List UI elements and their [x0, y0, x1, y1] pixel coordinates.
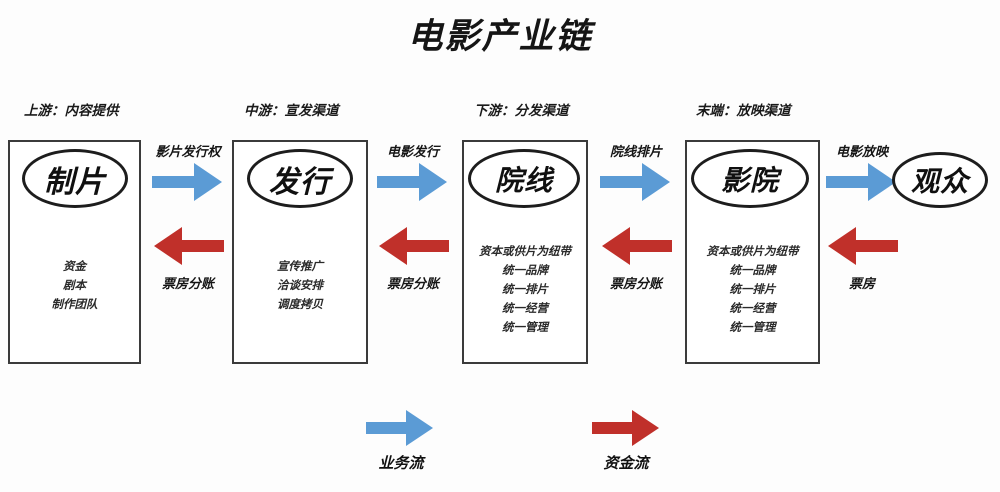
arrow-forward-blue-2 [377, 160, 449, 204]
detail-item: 资本或供片为纽带 [479, 246, 571, 258]
detail-item: 统一经营 [502, 303, 548, 315]
node-theater[interactable]: 影院 [691, 149, 809, 208]
detail-item: 制作团队 [51, 299, 98, 311]
connector-label-backward-3: 票房分账 [609, 276, 662, 291]
detail-item: 统一管理 [729, 322, 776, 334]
detail-item: 洽谈安排 [277, 280, 323, 292]
arrow-forward-blue-4 [826, 160, 898, 204]
legend-arrow-business-flow [366, 408, 436, 448]
detail-item: 宣传推广 [277, 261, 323, 273]
stage-header-downstream: 下游：分发渠道 [474, 103, 569, 118]
detail-item: 统一排片 [729, 284, 776, 296]
details-terminal: 资本或供片为纽带 统一品牌 统一排片 统一经营 统一管理 [685, 243, 820, 338]
legend-label-capital-flow: 资金流 [603, 455, 649, 472]
detail-item: 统一管理 [502, 322, 548, 334]
stage-header-terminal: 末端：放映渠道 [696, 103, 791, 118]
connector-label-forward-1: 影片发行权 [155, 144, 221, 159]
details-upstream: 资金 剧本 制作团队 [8, 258, 141, 315]
arrow-backward-red-4 [826, 224, 898, 268]
node-distributor[interactable]: 发行 [247, 149, 353, 208]
connector-label-backward-4: 票房 [848, 276, 875, 291]
detail-item: 统一排片 [502, 284, 548, 296]
arrow-backward-red-2 [377, 224, 449, 268]
connector-label-backward-1: 票房分账 [161, 276, 214, 291]
stage-header-upstream: 上游：内容提供 [24, 103, 119, 118]
connector-label-forward-2: 电影发行 [386, 144, 439, 159]
arrow-forward-blue-3 [600, 160, 672, 204]
detail-item: 调度拷贝 [277, 299, 323, 311]
legend-arrow-capital-flow [592, 408, 662, 448]
node-audience[interactable]: 观众 [892, 152, 988, 208]
detail-item: 统一品牌 [502, 265, 548, 277]
page-title: 电影产业链 [407, 17, 593, 57]
details-midstream: 宣传推广 洽谈安排 调度拷贝 [232, 258, 368, 315]
stage-header-midstream: 中游：宣发渠道 [244, 103, 339, 118]
node-producer[interactable]: 制片 [22, 149, 128, 208]
details-downstream: 资本或供片为纽带 统一品牌 统一排片 统一经营 统一管理 [462, 243, 588, 338]
connector-label-forward-4: 电影放映 [835, 144, 888, 159]
detail-item: 统一经营 [729, 303, 776, 315]
connector-label-backward-2: 票房分账 [386, 276, 439, 291]
detail-item: 资金 [63, 261, 86, 273]
detail-item: 资本或供片为纽带 [706, 246, 799, 258]
arrow-backward-red-3 [600, 224, 672, 268]
detail-item: 剧本 [63, 280, 86, 292]
arrow-backward-red-1 [152, 224, 224, 268]
connector-label-forward-3: 院线排片 [609, 144, 662, 159]
node-cinema-chain[interactable]: 院线 [468, 149, 580, 208]
detail-item: 统一品牌 [729, 265, 776, 277]
legend-label-business-flow: 业务流 [378, 455, 424, 472]
arrow-forward-blue-1 [152, 160, 224, 204]
